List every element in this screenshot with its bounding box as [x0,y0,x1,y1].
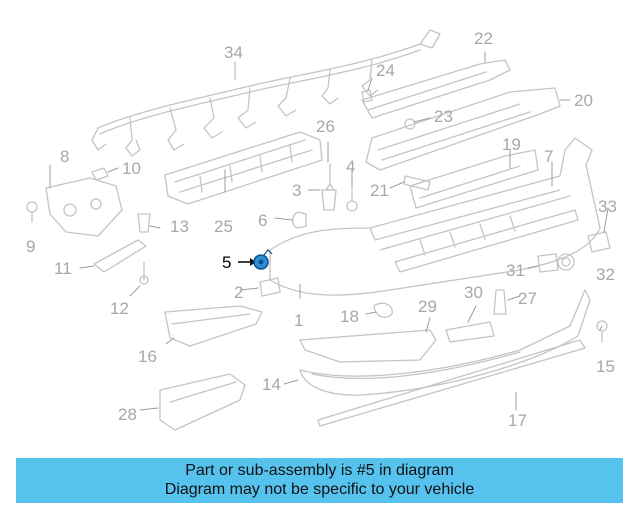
callout-17[interactable]: 17 [508,411,527,430]
callout-18[interactable]: 18 [340,307,359,326]
banner-line-part-number: Part or sub-assembly is #5 in diagram [185,462,454,479]
callout-9[interactable]: 9 [26,237,36,256]
callout-14[interactable]: 14 [262,375,281,394]
banner-line-disclaimer: Diagram may not be specific to your vehi… [164,481,475,498]
bumper-cover-part [269,137,601,296]
callout-29[interactable]: 29 [418,297,437,316]
info-banner: Part or sub-assembly is #5 in diagram Di… [16,458,623,503]
callout-15[interactable]: 15 [596,357,615,376]
callout-16[interactable]: 16 [138,347,157,366]
part-5-bolt-highlight[interactable] [238,249,273,270]
callout-3[interactable]: 3 [292,181,302,200]
callout-23[interactable]: 23 [434,107,453,126]
energy-absorber-part [164,131,323,205]
callout-33[interactable]: 33 [598,197,617,216]
callout-20[interactable]: 20 [574,91,593,110]
wiring-harness-part [91,29,441,157]
callout-19[interactable]: 19 [502,135,521,154]
callout-28[interactable]: 28 [118,405,137,424]
callout-34[interactable]: 34 [224,43,243,62]
callout-31[interactable]: 31 [506,261,525,280]
side-bracket-parts [159,305,495,431]
callout-21[interactable]: 21 [370,181,389,200]
hardware-parts [26,89,611,343]
callout-26[interactable]: 26 [316,117,335,136]
lower-trim-part [299,289,591,427]
callout-2[interactable]: 2 [234,283,244,302]
callout-25[interactable]: 25 [214,217,233,236]
callout-24[interactable]: 24 [376,61,395,80]
reinforcement-bar-part [361,59,561,209]
callout-30[interactable]: 30 [464,283,483,302]
callout-4[interactable]: 4 [346,157,356,176]
callout-8[interactable]: 8 [60,147,70,166]
callout-13[interactable]: 13 [170,217,189,236]
callout-11[interactable]: 11 [54,259,72,278]
callout-12[interactable]: 12 [110,299,129,318]
callout-27[interactable]: 27 [518,289,537,308]
callout-10[interactable]: 10 [122,159,141,178]
leader-lines [49,51,609,411]
callout-5[interactable]: 5 [222,253,232,272]
callout-22[interactable]: 22 [474,29,493,48]
callout-32[interactable]: 32 [596,265,615,284]
parts-diagram [26,29,611,431]
callout-6[interactable]: 6 [258,211,268,230]
callout-1[interactable]: 1 [294,311,304,330]
callout-7[interactable]: 7 [544,147,554,166]
